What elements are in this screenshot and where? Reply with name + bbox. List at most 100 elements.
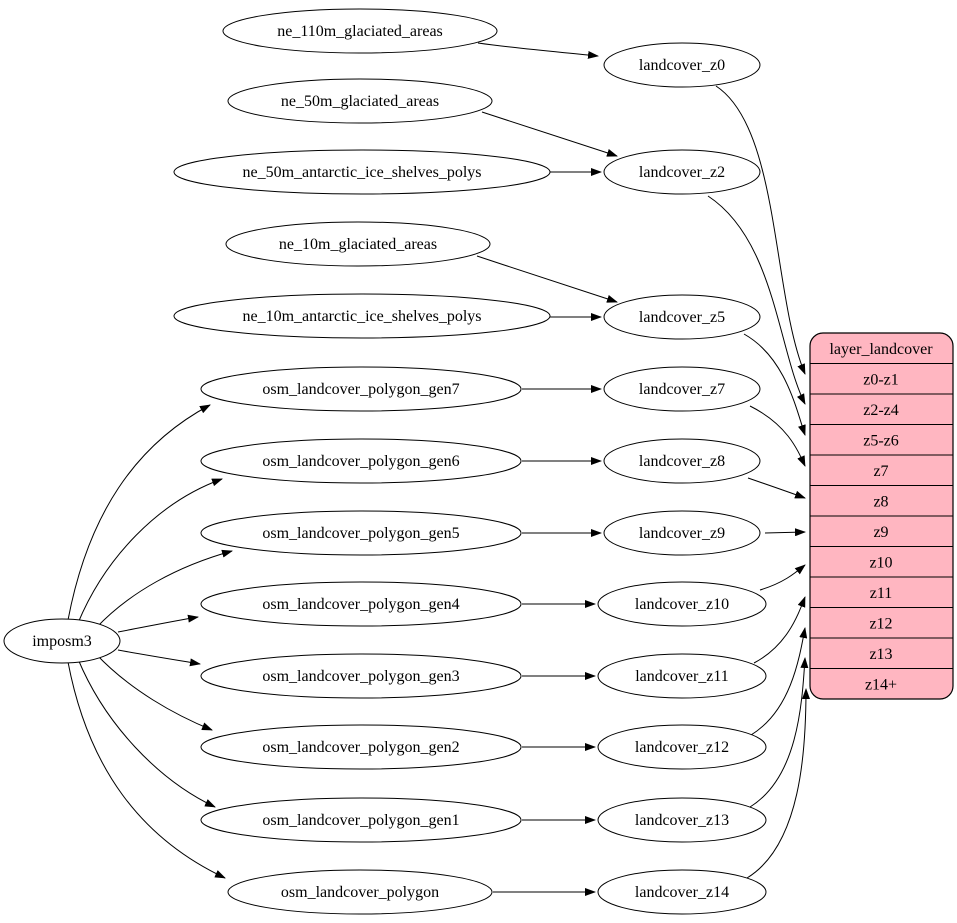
node-ellipse	[173, 149, 551, 195]
edge-z9-to-row-z9	[764, 528, 806, 537]
node-label: osm_landcover_polygon_gen1	[262, 812, 459, 829]
edges-group	[67, 42, 810, 896]
edge-imposm3-to-gen7	[67, 404, 211, 621]
node-label: osm_landcover_polygon	[281, 884, 439, 901]
edge-imposm3-to-gen3	[117, 649, 201, 667]
edge-imposm3-to-gen1	[77, 658, 216, 808]
node-label: ne_10m_antarctic_ice_shelves_polys	[242, 308, 481, 325]
edge-z0-to-row-z0-z1	[715, 85, 806, 375]
node-ellipse	[222, 8, 498, 54]
node-osm-landcover-polygon-gen7: osm_landcover_polygon_gen7	[200, 366, 522, 412]
table-row-z10: z10	[869, 555, 892, 572]
node-ne-10m-antarctic-ice-shelves-polys: ne_10m_antarctic_ice_shelves_polys	[173, 293, 551, 339]
node-osm-landcover-polygon-gen3: osm_landcover_polygon_gen3	[200, 653, 522, 699]
table-row-z7: z7	[873, 463, 888, 480]
node-label: landcover_z9	[639, 525, 725, 542]
edge-imposm3-to-gen2	[95, 653, 213, 731]
node-ellipse	[597, 869, 767, 915]
node-label: osm_landcover_polygon_gen5	[262, 525, 459, 542]
node-ellipse	[3, 618, 121, 664]
table-row-z0-z1: z0-z1	[863, 372, 899, 389]
node-ellipse	[603, 438, 761, 484]
edge-ne110m-glaciated-to-z0	[477, 42, 599, 59]
node-label: osm_landcover_polygon_gen2	[262, 739, 459, 756]
node-osm-landcover-polygon-gen5: osm_landcover_polygon_gen5	[200, 510, 522, 556]
node-ellipse	[597, 653, 767, 699]
node-label: ne_50m_antarctic_ice_shelves_polys	[242, 164, 481, 181]
node-label: osm_landcover_polygon_gen3	[262, 668, 459, 685]
node-ne-110m-glaciated-areas: ne_110m_glaciated_areas	[222, 8, 498, 54]
node-label: landcover_z14	[635, 884, 729, 901]
table-row-z14: z14+	[865, 677, 897, 694]
node-landcover-z13: landcover_z13	[597, 797, 767, 843]
node-osm-landcover-polygon: osm_landcover_polygon	[227, 869, 493, 915]
node-landcover-z9: landcover_z9	[603, 510, 761, 556]
node-osm-landcover-polygon-gen4: osm_landcover_polygon_gen4	[200, 581, 522, 627]
node-ellipse	[200, 653, 522, 699]
nodes-group: imposm3 ne_110m_glaciated_areas ne_50m_g…	[3, 8, 767, 915]
node-label: imposm3	[32, 633, 92, 650]
node-osm-landcover-polygon-gen6: osm_landcover_polygon_gen6	[200, 438, 522, 484]
edge-imposm3-to-gen6	[77, 478, 223, 624]
table-row-z12: z12	[869, 616, 892, 633]
edge-z12-to-row-z12	[750, 627, 808, 736]
node-ellipse	[603, 366, 761, 412]
node-landcover-z2: landcover_z2	[603, 149, 761, 195]
node-label: ne_50m_glaciated_areas	[281, 93, 439, 110]
node-label: landcover_z12	[635, 739, 729, 756]
table-row-z2-z4: z2-z4	[863, 402, 899, 419]
node-ne-10m-glaciated-areas: ne_10m_glaciated_areas	[225, 221, 491, 267]
node-label: landcover_z5	[639, 309, 725, 326]
node-osm-landcover-polygon-gen1: osm_landcover_polygon_gen1	[200, 797, 522, 843]
node-ellipse	[200, 510, 522, 556]
table-row-z11: z11	[870, 585, 893, 602]
node-label: osm_landcover_polygon_gen4	[262, 596, 459, 613]
node-label: landcover_z10	[635, 596, 729, 613]
node-ellipse	[227, 78, 493, 124]
edge-imposm3-to-polygon	[67, 661, 226, 879]
edge-z2-to-row-z2-z4	[707, 195, 806, 405]
node-ellipse	[603, 510, 761, 556]
edge-z8-to-row-z8	[747, 477, 806, 499]
node-ellipse	[597, 724, 767, 770]
node-ne-50m-antarctic-ice-shelves-polys: ne_50m_antarctic_ice_shelves_polys	[173, 149, 551, 195]
node-landcover-z0: landcover_z0	[603, 42, 761, 88]
edge-z14-to-row-z14	[746, 688, 810, 879]
node-label: osm_landcover_polygon_gen6	[262, 453, 459, 470]
edge-z11-to-row-z11	[753, 596, 806, 664]
node-ellipse	[597, 797, 767, 843]
table-title: layer_landcover	[829, 341, 933, 358]
node-landcover-z8: landcover_z8	[603, 438, 761, 484]
node-ellipse	[603, 294, 761, 340]
edge-z10-to-row-z10	[759, 564, 806, 591]
node-label: landcover_z13	[635, 812, 729, 829]
node-ellipse	[200, 366, 522, 412]
node-osm-landcover-polygon-gen2: osm_landcover_polygon_gen2	[200, 724, 522, 770]
node-label: osm_landcover_polygon_gen7	[262, 381, 459, 398]
table-row-z8: z8	[873, 494, 888, 511]
node-label: landcover_z8	[639, 453, 725, 470]
node-label: ne_10m_glaciated_areas	[279, 236, 437, 253]
edge-z5-to-row-z5-z6	[743, 333, 806, 436]
node-landcover-z14: landcover_z14	[597, 869, 767, 915]
node-ellipse	[173, 293, 551, 339]
edge-z7-to-row-z7	[749, 405, 806, 467]
edge-ne50m-glaciated-to-z2	[481, 111, 618, 157]
node-label: landcover_z11	[635, 668, 729, 685]
node-landcover-z7: landcover_z7	[603, 366, 761, 412]
node-label: landcover_z7	[639, 381, 725, 398]
node-ellipse	[227, 869, 493, 915]
node-ellipse	[603, 149, 761, 195]
table-row-z9: z9	[873, 524, 888, 541]
edge-z13-to-row-z13	[749, 657, 809, 808]
table-row-z13: z13	[869, 646, 892, 663]
node-ellipse	[225, 221, 491, 267]
node-ellipse	[200, 797, 522, 843]
node-ne-50m-glaciated-areas: ne_50m_glaciated_areas	[227, 78, 493, 124]
node-ellipse	[200, 724, 522, 770]
node-landcover-z10: landcover_z10	[597, 581, 767, 627]
node-label: ne_110m_glaciated_areas	[277, 23, 443, 40]
edge-imposm3-to-gen4	[117, 614, 199, 633]
edge-imposm3-to-gen5	[95, 549, 233, 629]
